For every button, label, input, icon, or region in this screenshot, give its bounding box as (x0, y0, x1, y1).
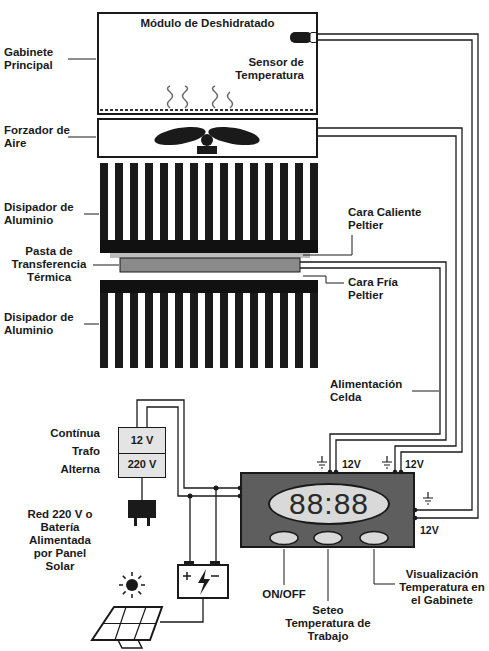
part-label: Gabinete Principal (4, 46, 70, 72)
steam-wisp (228, 92, 233, 108)
leader-line (68, 137, 96, 138)
peltier-cell (120, 258, 300, 272)
fan-housing (201, 134, 213, 146)
display-digits: 88:88 (289, 488, 369, 520)
cabinet-title: Módulo de Deshidratado (140, 17, 274, 30)
fan-housing (153, 124, 207, 149)
leader-line (68, 59, 439, 601)
leader-line (303, 235, 352, 255)
steam-wisp (213, 86, 218, 108)
controller-housing (240, 472, 415, 548)
voltage-label: 220 V (128, 458, 157, 471)
leader-line (328, 549, 329, 601)
leader-line (374, 549, 395, 584)
battery-symbol (178, 565, 228, 598)
terminal-voltage: 12V (405, 458, 424, 470)
ground-symbol (382, 456, 392, 468)
terminal-voltage: 12V (420, 524, 439, 536)
part-label: Disipador de Aluminio (4, 311, 84, 337)
part-label: Cara Fría Peltier (348, 276, 434, 302)
part-label: Pasta de Transferencia Térmica (2, 245, 96, 284)
ground-symbol (423, 492, 433, 504)
button-label: ON/OFF (254, 588, 314, 601)
leader-line (84, 214, 99, 215)
leader-line (84, 324, 99, 325)
power-wire (189, 496, 190, 561)
ground-symbol (317, 456, 327, 468)
steam-wisp (168, 86, 173, 108)
temperature-sensor (310, 33, 317, 43)
power-plug (147, 518, 150, 526)
part-label: Sensor de Temperatura (220, 56, 304, 82)
power-wire (142, 128, 462, 622)
heat-sink (100, 280, 318, 368)
current-label: Contínua (20, 427, 100, 440)
leader-line (303, 276, 344, 283)
control-button (270, 532, 388, 545)
fan-housing (98, 119, 317, 157)
current-label: Alterna (20, 463, 100, 476)
thermal-paste (110, 253, 310, 258)
voltage-label: 12 V (131, 434, 154, 447)
power-wire (318, 128, 462, 472)
solar-panel (118, 640, 142, 648)
power-wire (160, 598, 203, 622)
wire (318, 34, 478, 518)
supply-note: Red 220 V o Batería Alimentada por Panel… (24, 508, 96, 573)
transformer-box: 12 V 220 V (118, 427, 166, 478)
solar-panel (92, 607, 162, 640)
terminal-voltage: 12V (342, 458, 361, 470)
button-label: Visualización Temperatura en el Gabinete (398, 568, 486, 607)
heat-sink (100, 163, 318, 240)
power-plug (134, 518, 137, 526)
power-plug (128, 500, 156, 518)
leader-line (68, 59, 96, 60)
leader-line (93, 265, 119, 266)
part-label: Alimentación Celda (330, 378, 416, 404)
temperature-sensor (290, 32, 312, 43)
steam-wisp (168, 86, 233, 108)
power-plug (128, 500, 156, 526)
heat-sink (100, 280, 318, 293)
control-button (270, 532, 298, 545)
power-wire (300, 268, 440, 472)
heat-sink (100, 240, 318, 253)
part-label: Disipador de Aluminio (4, 201, 84, 227)
power-wire (300, 262, 446, 472)
heat-sink (100, 293, 318, 368)
wire (318, 40, 472, 510)
battery-symbol (178, 561, 228, 598)
sun-icon (119, 572, 145, 598)
grille-line (100, 110, 315, 111)
control-button (360, 532, 388, 545)
power-wire (215, 488, 216, 561)
leader-line (412, 391, 439, 392)
controller-box: 12V12V12V88:88 (240, 472, 415, 548)
grille-line (100, 109, 315, 111)
peltier-cell (120, 258, 300, 272)
heat-sink (100, 163, 318, 253)
fan-housing (197, 146, 217, 154)
thermal-paste (110, 253, 310, 258)
button-label: Seteo Temperatura de Trabajo (278, 604, 378, 643)
power-wire (318, 136, 456, 472)
battery-symbol (198, 569, 210, 595)
display-oval: 88:88 (268, 483, 390, 525)
part-label: Cara Caliente Peltier (348, 206, 438, 232)
control-button (314, 532, 342, 545)
temperature-sensor (290, 32, 317, 43)
wire-pair (318, 34, 478, 518)
solar-panel (103, 607, 156, 640)
sun-icon (126, 579, 138, 591)
steam-wisp (183, 86, 188, 108)
sun-icon (119, 572, 145, 598)
power-wire (141, 478, 142, 500)
leader-line (284, 549, 285, 585)
controller-housing (240, 472, 415, 548)
part-label: Forzador de Aire (4, 124, 70, 150)
part-label: Trafo (20, 445, 100, 458)
fan-housing (207, 124, 261, 149)
fan-housing (98, 119, 317, 157)
solar-panel (92, 607, 162, 648)
